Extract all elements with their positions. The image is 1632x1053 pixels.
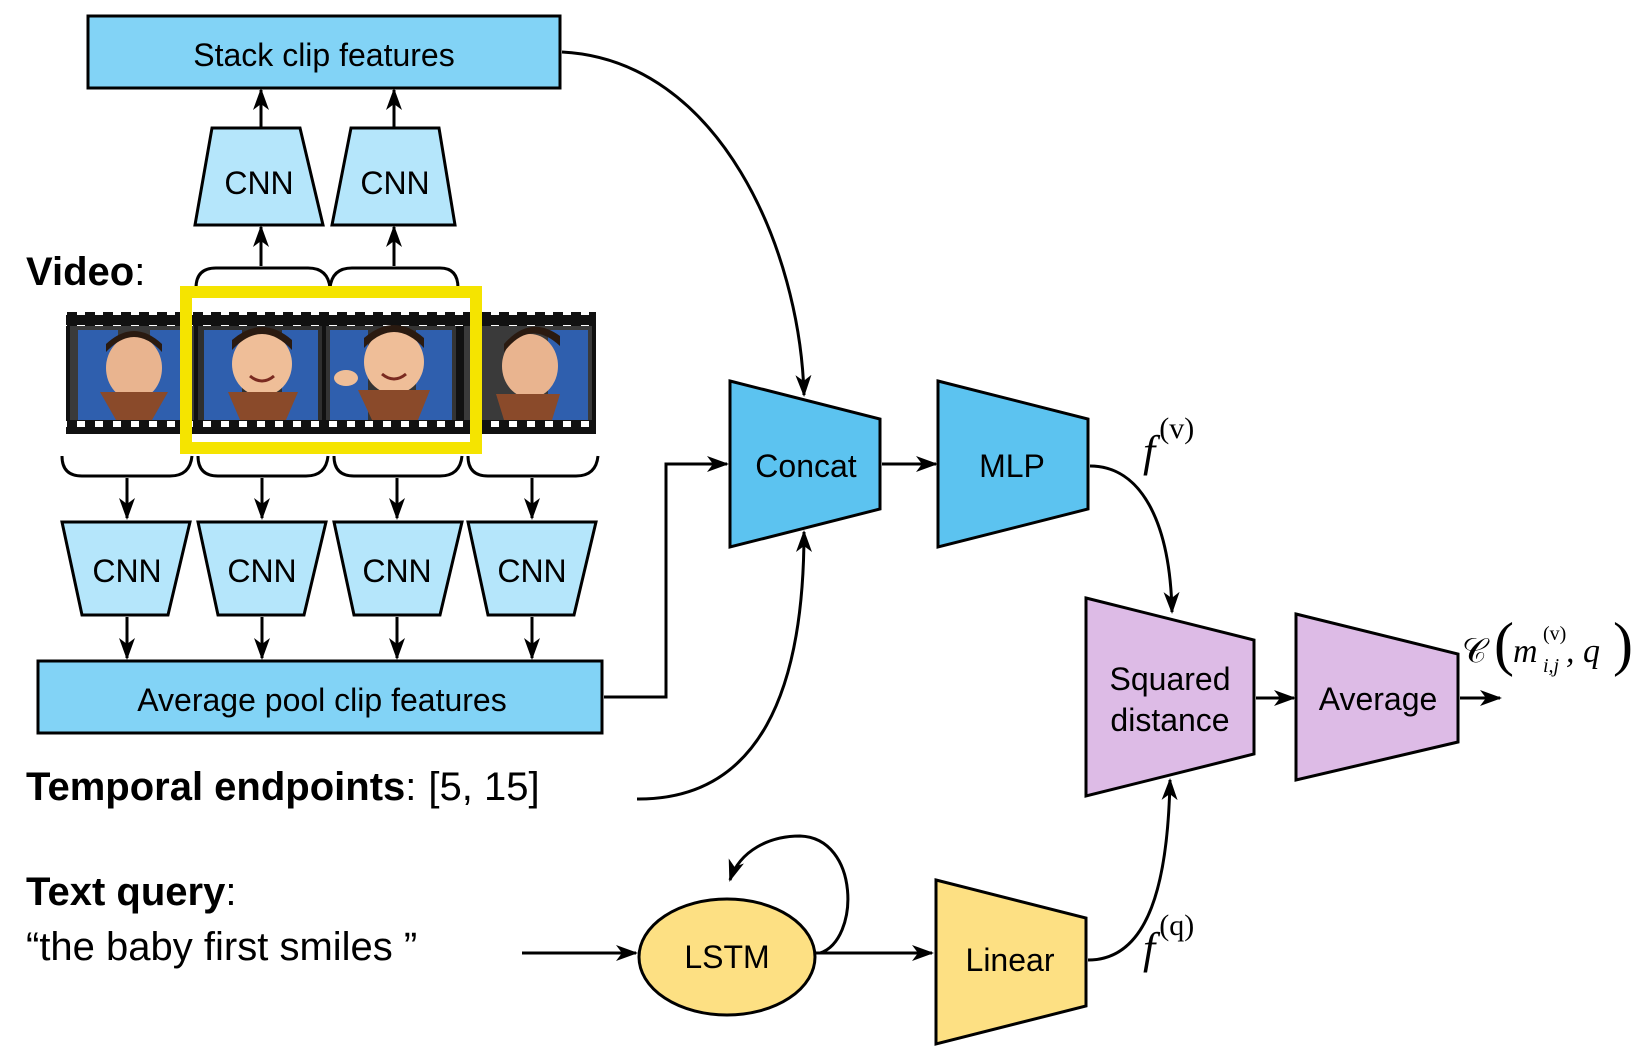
concat-box: Concat: [728, 379, 882, 549]
video-label: Video:: [26, 250, 145, 294]
bottom-brace-3: [332, 455, 464, 478]
cnn-bottom-1-label: CNN: [92, 553, 161, 589]
video-frame-1: [70, 326, 194, 420]
bottom-brace-1: [60, 455, 194, 478]
lstm-label: LSTM: [684, 939, 769, 975]
cnn-top-2-label: CNN: [360, 165, 429, 201]
arrow-linear-to-squared: [1087, 778, 1178, 962]
cnn-top-1-label: CNN: [224, 165, 293, 201]
svg-text:(v): (v): [1543, 623, 1566, 645]
cost-output-label: 𝒞 ( m (v) i,j , q ): [1462, 611, 1632, 677]
cnn-top-2: CNN: [330, 126, 457, 227]
stack-clip-features-label: Stack clip features: [193, 37, 454, 73]
cost-right-paren: ): [1613, 611, 1632, 677]
text-query-label: Text query:: [26, 870, 236, 914]
mlp-box: MLP: [936, 379, 1090, 549]
svg-text:𝒞: 𝒞: [1462, 633, 1490, 670]
video-frame-2: [198, 326, 322, 420]
top-brace-1: [194, 266, 332, 289]
film-strip: [66, 312, 596, 434]
f-q-label: f(q): [1143, 909, 1194, 973]
arrow-temporal-to-concat: [636, 530, 812, 801]
cnn-bottom-3-label: CNN: [362, 553, 431, 589]
squared-distance-label-line1: Squared: [1110, 661, 1231, 697]
svg-text:m: m: [1513, 633, 1538, 670]
average-pool-clip-features-box: Average pool clip features: [36, 659, 604, 735]
cnn-bottom-3: CNN: [332, 520, 464, 617]
svg-text:, q: , q: [1566, 633, 1600, 670]
cnn-top-1: CNN: [193, 126, 325, 227]
cost-left-paren: (: [1494, 611, 1514, 677]
svg-text:i,j: i,j: [1543, 655, 1560, 677]
text-query-value: “the baby first smiles ”: [26, 925, 417, 969]
squared-distance-box: Squared distance: [1084, 596, 1256, 798]
linear-box: Linear: [934, 878, 1088, 1046]
squared-distance-label-line2: distance: [1110, 702, 1229, 738]
cnn-bottom-2-label: CNN: [227, 553, 296, 589]
selected-clip-highlight: [180, 286, 482, 454]
cnn-bottom-4: CNN: [466, 520, 598, 617]
linear-label: Linear: [966, 942, 1055, 978]
cnn-bottom-2: CNN: [196, 520, 328, 617]
bottom-brace-2: [196, 455, 330, 478]
lstm-recurrent-arrow: [728, 834, 850, 955]
average-pool-clip-features-label: Average pool clip features: [137, 682, 506, 718]
arrow-mlp-to-squared: [1089, 464, 1180, 614]
average-label: Average: [1319, 681, 1438, 717]
concat-label: Concat: [755, 448, 857, 484]
top-brace-2: [328, 266, 460, 289]
average-box: Average: [1294, 612, 1460, 782]
stack-clip-features-box: Stack clip features: [86, 14, 562, 90]
cnn-bottom-1: CNN: [60, 520, 192, 617]
mlp-label: MLP: [979, 448, 1045, 484]
video-frame-3: [326, 325, 456, 420]
video-frame-4: [464, 326, 592, 420]
cnn-bottom-4-label: CNN: [497, 553, 566, 589]
f-v-label: f(v): [1143, 412, 1194, 476]
bottom-brace-4: [466, 455, 600, 478]
lstm-node: LSTM: [637, 897, 817, 1017]
temporal-endpoints-text: Temporal endpoints:[5, 15]: [26, 765, 540, 809]
arrow-stack-to-concat: [561, 50, 812, 397]
arrow-pool-to-concat: [604, 456, 729, 699]
